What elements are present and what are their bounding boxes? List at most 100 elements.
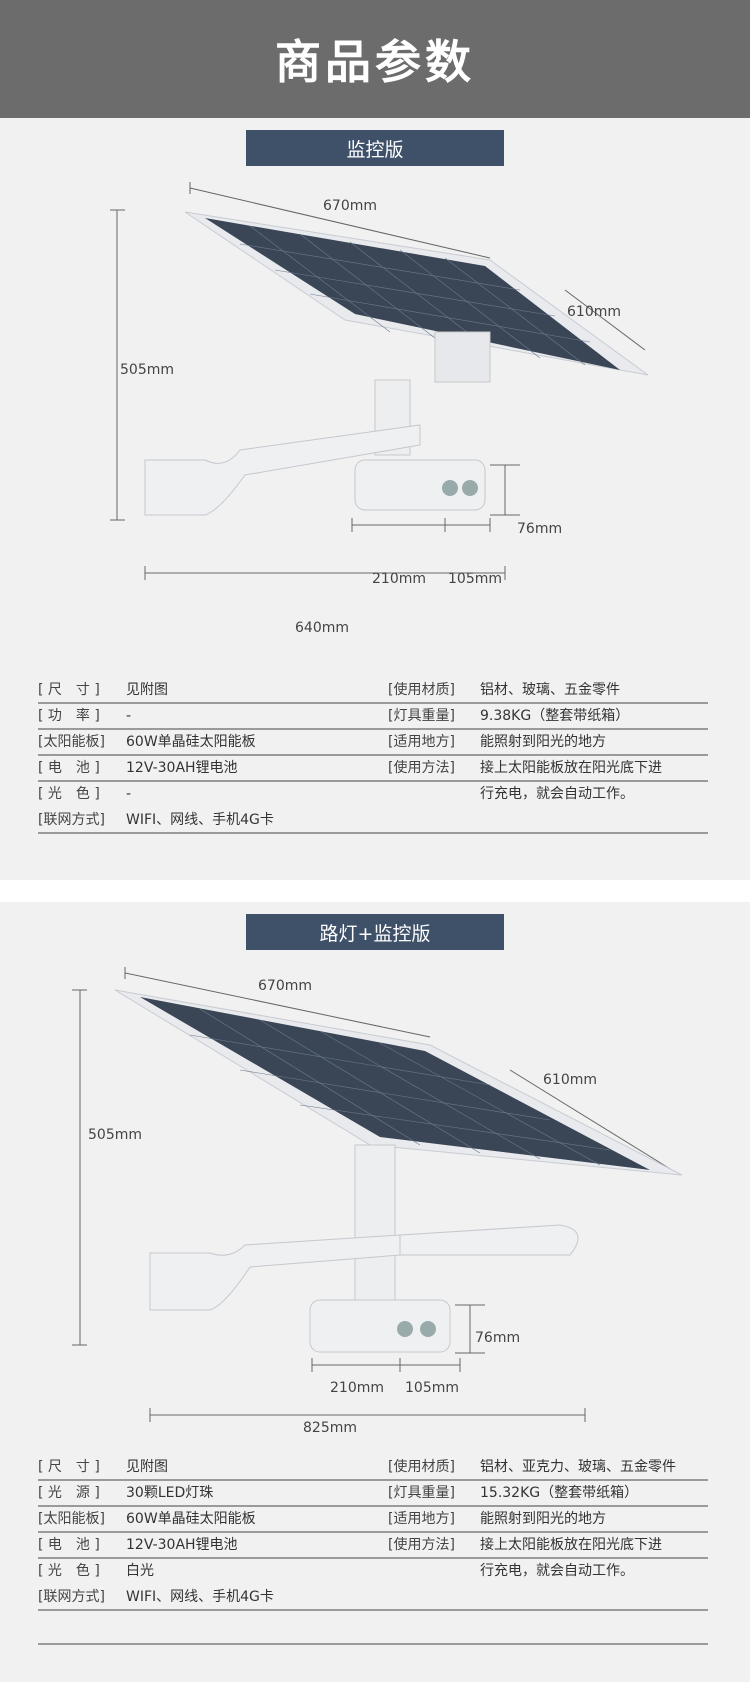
dim-camera-a-1: 210mm <box>372 571 426 587</box>
spec-cell: [使用方法] 接上太阳能板放在阳光底下进 <box>388 1533 708 1557</box>
spec-value: 行充电，就会自动工作。 <box>480 786 634 802</box>
spec-row: [ 光 色 ] 白光 行充电，就会自动工作。 <box>38 1559 708 1585</box>
dim-camera-h-2: 76mm <box>475 1330 521 1346</box>
spec-value: 12V-30AH锂电池 <box>126 1537 238 1553</box>
dim-top-2: 670mm <box>258 978 312 994</box>
dim-top-1: 670mm <box>323 198 377 214</box>
spec-label: [太阳能板] <box>38 1511 105 1527</box>
spec-value: 9.38KG（整套带纸箱） <box>480 708 630 724</box>
spec-row: [ 光 源 ] 30颗LED灯珠 [灯具重量] 15.32KG（整套带纸箱） <box>38 1481 708 1507</box>
dim-height-2: 505mm <box>88 1127 142 1143</box>
dim-camera-a-2: 210mm <box>330 1380 384 1396</box>
page-title: 商品参数 <box>275 35 475 89</box>
spec-row: [太阳能板] 60W单晶硅太阳能板 [适用地方] 能照射到阳光的地方 <box>38 1507 708 1533</box>
spec-cell: [ 光 源 ] 30颗LED灯珠 <box>38 1481 388 1505</box>
spec-cell: [使用方法] 接上太阳能板放在阳光底下进 <box>388 756 708 780</box>
section-divider <box>0 880 750 902</box>
spec-value: 15.32KG（整套带纸箱） <box>480 1485 639 1501</box>
spec-table-monitor: [ 尺 寸 ] 见附图 [使用材质] 铝材、玻璃、五金零件 [ 功 率 ] - [灯具重量]… <box>38 678 708 834</box>
spec-label: [ 光 色 ] <box>38 786 100 802</box>
spec-label: [使用方法] <box>388 1537 455 1553</box>
product-drawing-streetlight-monitor <box>72 967 683 1422</box>
spec-value: 60W单晶硅太阳能板 <box>126 734 256 750</box>
spec-label: [使用材质] <box>388 1459 455 1475</box>
spec-value: 12V-30AH锂电池 <box>126 760 238 776</box>
spec-label <box>388 1585 480 1609</box>
product-drawing-monitor <box>110 182 649 580</box>
spec-label <box>388 808 480 832</box>
spec-cell: [灯具重量] 15.32KG（整套带纸箱） <box>388 1481 708 1505</box>
spec-label: [使用方法] <box>388 760 455 776</box>
spec-cell: [联网方式] WIFI、网线、手机4G卡 <box>38 1585 388 1609</box>
spec-row: [联网方式] WIFI、网线、手机4G卡 <box>38 1585 708 1611</box>
spec-row: [ 电 池 ] 12V-30AH锂电池 [使用方法] 接上太阳能板放在阳光底下进 <box>38 756 708 782</box>
spec-cell: 行充电，就会自动工作。 <box>388 1559 708 1583</box>
dim-camera-b-1: 105mm <box>448 571 502 587</box>
spec-value: 能照射到阳光的地方 <box>480 1511 606 1527</box>
spec-label: [适用地方] <box>388 1511 455 1527</box>
spec-label: [灯具重量] <box>388 708 455 724</box>
spec-label <box>388 782 480 806</box>
spec-value: 60W单晶硅太阳能板 <box>126 1511 256 1527</box>
spec-label: [联网方式] <box>38 1589 105 1605</box>
spec-value: 铝材、玻璃、五金零件 <box>480 682 620 698</box>
spec-cell: [联网方式] WIFI、网线、手机4G卡 <box>38 808 388 832</box>
spec-cell: [太阳能板] 60W单晶硅太阳能板 <box>38 1507 388 1531</box>
spec-cell: [使用材质] 铝材、玻璃、五金零件 <box>388 678 708 702</box>
spec-label: [ 光 色 ] <box>38 1563 100 1579</box>
spec-cell: [ 尺 寸 ] 见附图 <box>38 1455 388 1479</box>
spec-value: 30颗LED灯珠 <box>126 1485 214 1501</box>
spec-cell: [ 光 色 ] 白光 <box>38 1559 388 1583</box>
spec-label: [ 电 池 ] <box>38 1537 100 1553</box>
spec-label: [ 光 源 ] <box>38 1485 100 1501</box>
spec-row: [ 光 色 ] - 行充电，就会自动工作。 <box>38 782 708 808</box>
spec-label: [使用材质] <box>388 682 455 698</box>
spec-label: [ 尺 寸 ] <box>38 1459 100 1475</box>
dim-side-1: 610mm <box>567 304 621 320</box>
spec-value: 见附图 <box>126 1459 168 1475</box>
spec-row: [ 尺 寸 ] 见附图 [使用材质] 铝材、亚克力、玻璃、五金零件 <box>38 1455 708 1481</box>
spec-cell: [太阳能板] 60W单晶硅太阳能板 <box>38 730 388 754</box>
dim-width-2: 825mm <box>303 1420 357 1436</box>
dim-camera-h-1: 76mm <box>517 521 563 537</box>
spec-row: [ 功 率 ] - [灯具重量] 9.38KG（整套带纸箱） <box>38 704 708 730</box>
spec-label: [ 功 率 ] <box>38 708 100 724</box>
dim-width-1: 640mm <box>295 620 349 636</box>
spec-cell: [适用地方] 能照射到阳光的地方 <box>388 730 708 754</box>
spec-cell: [ 光 色 ] - <box>38 782 388 806</box>
spec-label: [灯具重量] <box>388 1485 455 1501</box>
spec-value: 接上太阳能板放在阳光底下进 <box>480 1537 662 1553</box>
spec-value: 能照射到阳光的地方 <box>480 734 606 750</box>
spec-cell <box>388 808 708 832</box>
spec-row: [联网方式] WIFI、网线、手机4G卡 <box>38 808 708 834</box>
spec-cell: [使用材质] 铝材、亚克力、玻璃、五金零件 <box>388 1455 708 1479</box>
spec-value: WIFI、网线、手机4G卡 <box>126 812 274 828</box>
page-header: 商品参数 <box>0 0 750 118</box>
spec-label: [太阳能板] <box>38 734 105 750</box>
spec-value: 见附图 <box>126 682 168 698</box>
spec-cell: [灯具重量] 9.38KG（整套带纸箱） <box>388 704 708 728</box>
dim-side-2: 610mm <box>543 1072 597 1088</box>
spec-label: [ 尺 寸 ] <box>38 682 100 698</box>
spec-row: [ 电 池 ] 12V-30AH锂电池 [使用方法] 接上太阳能板放在阳光底下进 <box>38 1533 708 1559</box>
spec-label: [ 电 池 ] <box>38 760 100 776</box>
spec-value: 接上太阳能板放在阳光底下进 <box>480 760 662 776</box>
spec-table-streetlight-monitor: [ 尺 寸 ] 见附图 [使用材质] 铝材、亚克力、玻璃、五金零件 [ 光 源 ] 30颗… <box>38 1455 708 1611</box>
spec-value: - <box>126 786 132 802</box>
section-title-streetlight-monitor: 路灯+监控版 <box>246 914 504 950</box>
spec-label: [适用地方] <box>388 734 455 750</box>
spec-value: - <box>126 708 132 724</box>
spec-row: [ 尺 寸 ] 见附图 [使用材质] 铝材、玻璃、五金零件 <box>38 678 708 704</box>
spec-value: 行充电，就会自动工作。 <box>480 1563 634 1579</box>
section-title-monitor: 监控版 <box>246 130 504 166</box>
spec-cell: [适用地方] 能照射到阳光的地方 <box>388 1507 708 1531</box>
spec-value: WIFI、网线、手机4G卡 <box>126 1589 274 1605</box>
table-end-line <box>38 1643 708 1645</box>
spec-row: [太阳能板] 60W单晶硅太阳能板 [适用地方] 能照射到阳光的地方 <box>38 730 708 756</box>
spec-label: [联网方式] <box>38 812 105 828</box>
spec-cell: 行充电，就会自动工作。 <box>388 782 708 806</box>
dim-height-1: 505mm <box>120 362 174 378</box>
spec-value: 白光 <box>126 1563 154 1579</box>
spec-cell <box>388 1585 708 1609</box>
spec-value: 铝材、亚克力、玻璃、五金零件 <box>480 1459 676 1475</box>
